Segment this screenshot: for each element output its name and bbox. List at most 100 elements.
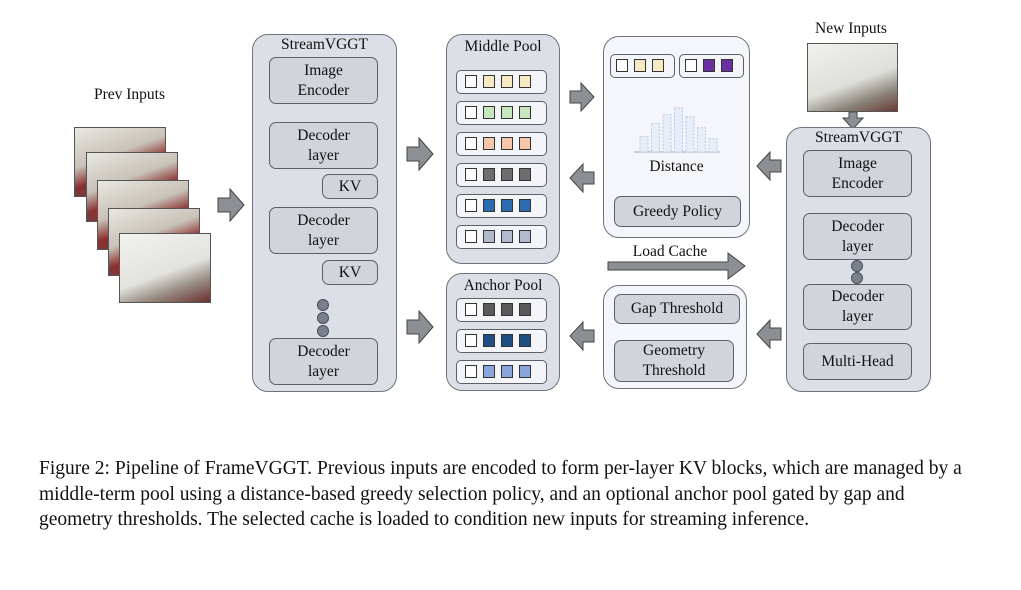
- geometry-threshold-box: Geometry Threshold: [614, 340, 734, 382]
- block-arrow-new-inputs-down: [841, 111, 865, 130]
- middle-pool-kv-cell: [483, 137, 495, 150]
- anchor-pool-kv-cell: [501, 334, 513, 347]
- query-a-cell: [652, 59, 664, 72]
- middle-pool-kv-cell: [501, 230, 513, 243]
- query-b-cell: [703, 59, 715, 72]
- distance-label: Distance: [649, 158, 704, 175]
- middle-pool-kv-row-3: [456, 132, 547, 156]
- anchor-pool-kv-cell: [465, 365, 477, 378]
- right-decoder-layer-1: Decoder layer: [803, 213, 912, 260]
- query-kv-a: [610, 54, 675, 78]
- anchor-pool-kv-cell: [501, 303, 513, 316]
- distance-histogram: [634, 107, 720, 153]
- load-cache-label: Load Cache: [632, 243, 708, 260]
- anchor-pool-kv-row-3: [456, 360, 547, 384]
- query-b-cell: [721, 59, 733, 72]
- block-arrow-middle-to-select: [569, 81, 595, 113]
- middle-pool-kv-cell: [465, 137, 477, 150]
- left-decoder-layer-1: Decoder layer: [269, 122, 378, 169]
- middle-pool-kv-cell: [483, 168, 495, 181]
- left-ellipsis-dot-3: [317, 325, 329, 337]
- anchor-pool-kv-cell: [465, 334, 477, 347]
- middle-pool-kv-row-1: [456, 70, 547, 94]
- block-arrow-prev-to-stream: [217, 187, 245, 223]
- query-a-cell: [634, 59, 646, 72]
- histogram-bar: [708, 138, 718, 153]
- histogram-bar: [697, 127, 706, 153]
- block-arrow-right-to-select: [756, 150, 782, 182]
- figure-caption: Figure 2: Pipeline of FrameVGGT. Previou…: [39, 458, 962, 530]
- middle-pool-kv-cell: [519, 230, 531, 243]
- anchor-pool-kv-row-2: [456, 329, 547, 353]
- middle-pool-kv-cell: [465, 168, 477, 181]
- histogram-bar: [651, 122, 660, 153]
- block-arrow-stream-to-anchor: [406, 309, 434, 345]
- right-ellipsis-dot-1: [851, 260, 863, 272]
- query-b-cell: [685, 59, 697, 72]
- prev-inputs-label: Prev Inputs: [93, 86, 166, 103]
- middle-pool-kv-row-6: [456, 225, 547, 249]
- query-a-cell: [616, 59, 628, 72]
- left-decoder-layer-2: Decoder layer: [269, 207, 378, 254]
- anchor-pool-kv-row-1: [456, 298, 547, 322]
- gap-threshold-box: Gap Threshold: [614, 294, 740, 324]
- middle-pool-kv-cell: [465, 106, 477, 119]
- middle-pool-kv-cell: [465, 230, 477, 243]
- left-stream-title: StreamVGGT: [281, 36, 368, 53]
- middle-pool-kv-cell: [519, 106, 531, 119]
- middle-pool-kv-cell: [519, 168, 531, 181]
- anchor-pool-title: Anchor Pool: [463, 277, 543, 294]
- middle-pool-kv-cell: [483, 199, 495, 212]
- new-input-frame: [807, 43, 898, 112]
- middle-pool-kv-cell: [501, 137, 513, 150]
- histogram-bar: [662, 114, 672, 153]
- anchor-pool-kv-cell: [501, 365, 513, 378]
- right-stream-title: StreamVGGT: [815, 129, 902, 146]
- block-arrow-stream-to-middle: [406, 136, 434, 172]
- left-ellipsis-dot-1: [317, 299, 329, 311]
- right-ellipsis-dot-2: [851, 272, 863, 284]
- new-inputs-label: New Inputs: [815, 20, 887, 37]
- block-arrow-right-to-gates: [756, 318, 782, 350]
- middle-pool-kv-row-5: [456, 194, 547, 218]
- prev-input-frame-5: [119, 233, 211, 303]
- anchor-pool-kv-cell: [465, 303, 477, 316]
- histogram-bar: [685, 116, 695, 153]
- middle-pool-kv-row-2: [456, 101, 547, 125]
- middle-pool-kv-cell: [483, 75, 495, 88]
- middle-pool-title: Middle Pool: [464, 38, 542, 55]
- middle-pool-kv-cell: [519, 137, 531, 150]
- middle-pool-kv-cell: [465, 75, 477, 88]
- anchor-pool-kv-cell: [519, 334, 531, 347]
- query-kv-b: [679, 54, 744, 78]
- left-image-encoder: Image Encoder: [269, 57, 378, 104]
- middle-pool-kv-row-4: [456, 163, 547, 187]
- middle-pool-kv-cell: [501, 106, 513, 119]
- middle-pool-kv-cell: [519, 75, 531, 88]
- anchor-pool-kv-cell: [519, 303, 531, 316]
- left-kv-2: KV: [322, 260, 378, 285]
- middle-pool-kv-cell: [501, 168, 513, 181]
- right-image-encoder: Image Encoder: [803, 150, 912, 197]
- middle-pool-kv-cell: [519, 199, 531, 212]
- middle-pool-kv-cell: [501, 75, 513, 88]
- anchor-pool-kv-cell: [483, 334, 495, 347]
- middle-pool-kv-cell: [465, 199, 477, 212]
- anchor-pool-kv-cell: [483, 365, 495, 378]
- histogram-bar: [674, 107, 683, 153]
- block-arrow-load-cache: [607, 251, 746, 281]
- multi-head-box: Multi-Head: [803, 343, 912, 380]
- block-arrow-select-to-middle: [569, 162, 595, 194]
- greedy-policy-box: Greedy Policy: [614, 196, 741, 227]
- histogram-bar: [639, 136, 649, 153]
- left-ellipsis-dot-2: [317, 312, 329, 324]
- left-decoder-layer-3: Decoder layer: [269, 338, 378, 385]
- middle-pool-kv-cell: [501, 199, 513, 212]
- middle-pool-kv-cell: [483, 230, 495, 243]
- anchor-pool-kv-cell: [483, 303, 495, 316]
- left-kv-1: KV: [322, 174, 378, 199]
- right-decoder-layer-2: Decoder layer: [803, 284, 912, 330]
- middle-pool-kv-cell: [483, 106, 495, 119]
- block-arrow-gates-to-anchor: [569, 320, 595, 352]
- anchor-pool-kv-cell: [519, 365, 531, 378]
